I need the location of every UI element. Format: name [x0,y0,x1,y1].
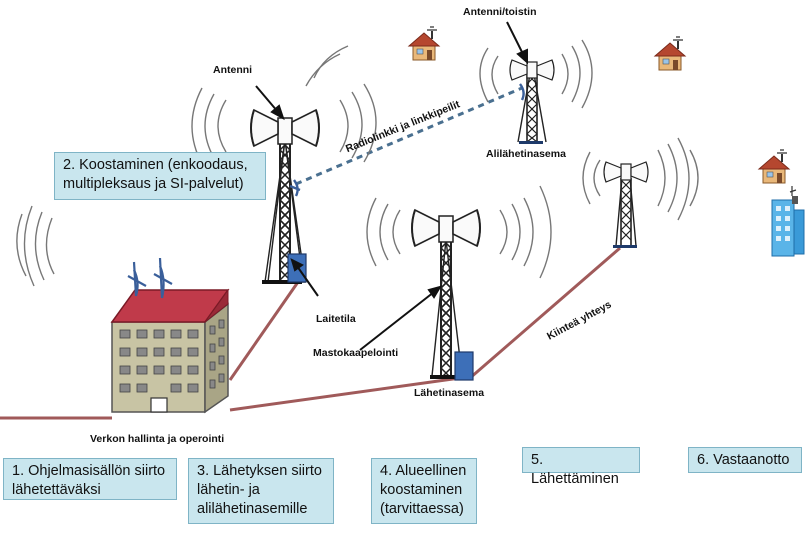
antenna-label: Antenni [213,64,253,76]
network-management-label: Verkon hallinta ja operointi [90,433,225,445]
cable-to-transmitter [229,376,461,412]
satellite-dish-icon [127,257,173,299]
antenna-tower-right [603,161,649,248]
link-dish-icon [289,179,301,197]
step-2-box: 2. Koostaminen (enkoodaus, multipleksaus… [54,152,266,200]
headend-building [110,288,230,414]
step-6-box: 6. Vastaanotto [688,447,802,473]
repeater-antenna-label: Antenni/toistin [463,6,537,18]
step-1-box: 1. Ohjelmasisällön siirto lähetettäväksi [3,458,177,500]
house-icon [758,149,790,184]
apartment-building-icon [771,186,805,257]
mast-cabling-label: Mastokaapelointi [313,347,399,359]
step-3-box: 3. Lähetyksen siirto lähetin- ja alilähe… [188,458,334,524]
radio-waves-antenna-middle [366,185,552,279]
radio-waves-antenna-right [582,137,699,221]
step-4-box: 4. Alueellinen koostaminen (tarvittaessa… [371,458,477,524]
radio-waves-repeater [305,39,593,109]
label-arrows [255,21,528,351]
transmitter-station-label: Lähetinasema [414,387,485,399]
step-5-box: 5. Lähettäminen [522,447,640,487]
fixed-connection-line [469,246,621,380]
radio-waves-left [16,205,55,287]
equipment-room-label: Laitetila [316,313,356,325]
radio-link-line [295,86,523,186]
radio-waves-antenna-left [191,83,377,165]
house-icon [654,36,686,71]
sub-station-label: Alilähetinasema [486,148,566,160]
house-icon [408,26,440,61]
antenna-tower-repeater [509,59,555,144]
antenna-tower-middle [411,209,481,379]
cable-to-equipment-room [228,281,300,381]
transmitter-station-cabinet [454,351,474,381]
